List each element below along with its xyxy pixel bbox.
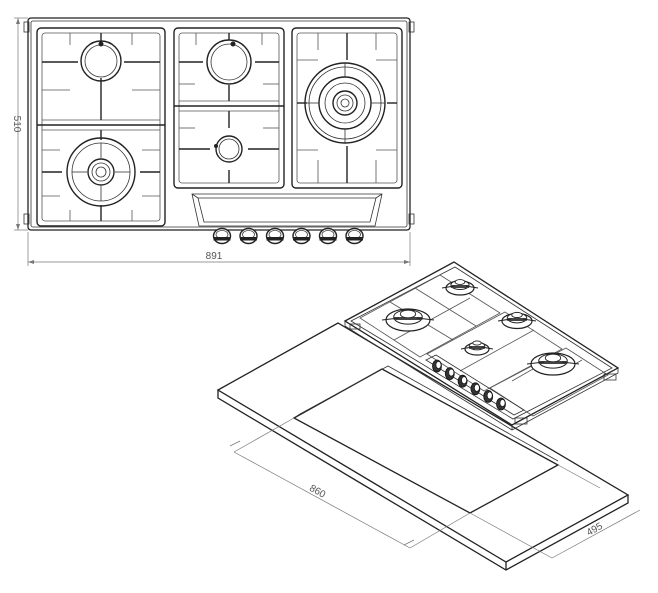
top-view-hob: 891 510 (11, 17, 415, 266)
grate-right (291, 27, 403, 189)
clamp-top-right (408, 21, 415, 33)
knob-2 (239, 227, 258, 245)
dimension-cutout-width: 860 (229, 417, 471, 549)
burner-left-top (80, 40, 122, 82)
burner-center-top (206, 39, 252, 85)
iso-burner-right-wok (526, 352, 580, 376)
burner-center-bottom (214, 135, 243, 163)
hob-inner-outline (30, 20, 408, 228)
iso-burner-left-front (381, 308, 435, 332)
iso-knob-1 (432, 359, 442, 373)
iso-knob-2 (444, 367, 455, 381)
clamp-bottom-right (408, 213, 415, 225)
cutout-depth-label: 495 (585, 521, 605, 539)
iso-control-knobs (432, 359, 506, 411)
isometric-installation-view: 860 495 (216, 261, 641, 571)
iso-knob-4 (470, 382, 481, 396)
burner-left-bottom (66, 137, 136, 207)
knob-5 (318, 227, 338, 245)
grate-center (173, 27, 285, 189)
clamp-bottom-left (23, 213, 30, 225)
control-knobs (212, 227, 364, 245)
iso-burner-left-back (441, 279, 479, 296)
dimension-cutout-depth: 495 (469, 464, 641, 559)
countertop (216, 322, 630, 571)
knob-4 (292, 227, 311, 245)
width-label: 891 (206, 251, 223, 262)
height-label: 510 (11, 116, 22, 133)
iso-burners (381, 279, 580, 376)
dimension-height: 510 (11, 17, 28, 231)
grate-left (36, 27, 166, 227)
iso-knob-5 (483, 389, 494, 403)
cutout-width-label: 860 (307, 483, 327, 501)
knob-6 (345, 227, 364, 245)
knob-1 (212, 227, 232, 245)
knob-3 (265, 227, 285, 245)
iso-knob-3 (457, 374, 468, 388)
control-panel (191, 193, 383, 227)
iso-knob-6 (496, 397, 506, 411)
iso-hob (343, 261, 620, 431)
clamp-top-left (23, 21, 30, 33)
iso-burner-center-back (497, 311, 537, 330)
dimension-width: 891 (27, 232, 411, 266)
burner-right-wok (304, 62, 386, 144)
iso-burner-center-front (460, 340, 494, 356)
